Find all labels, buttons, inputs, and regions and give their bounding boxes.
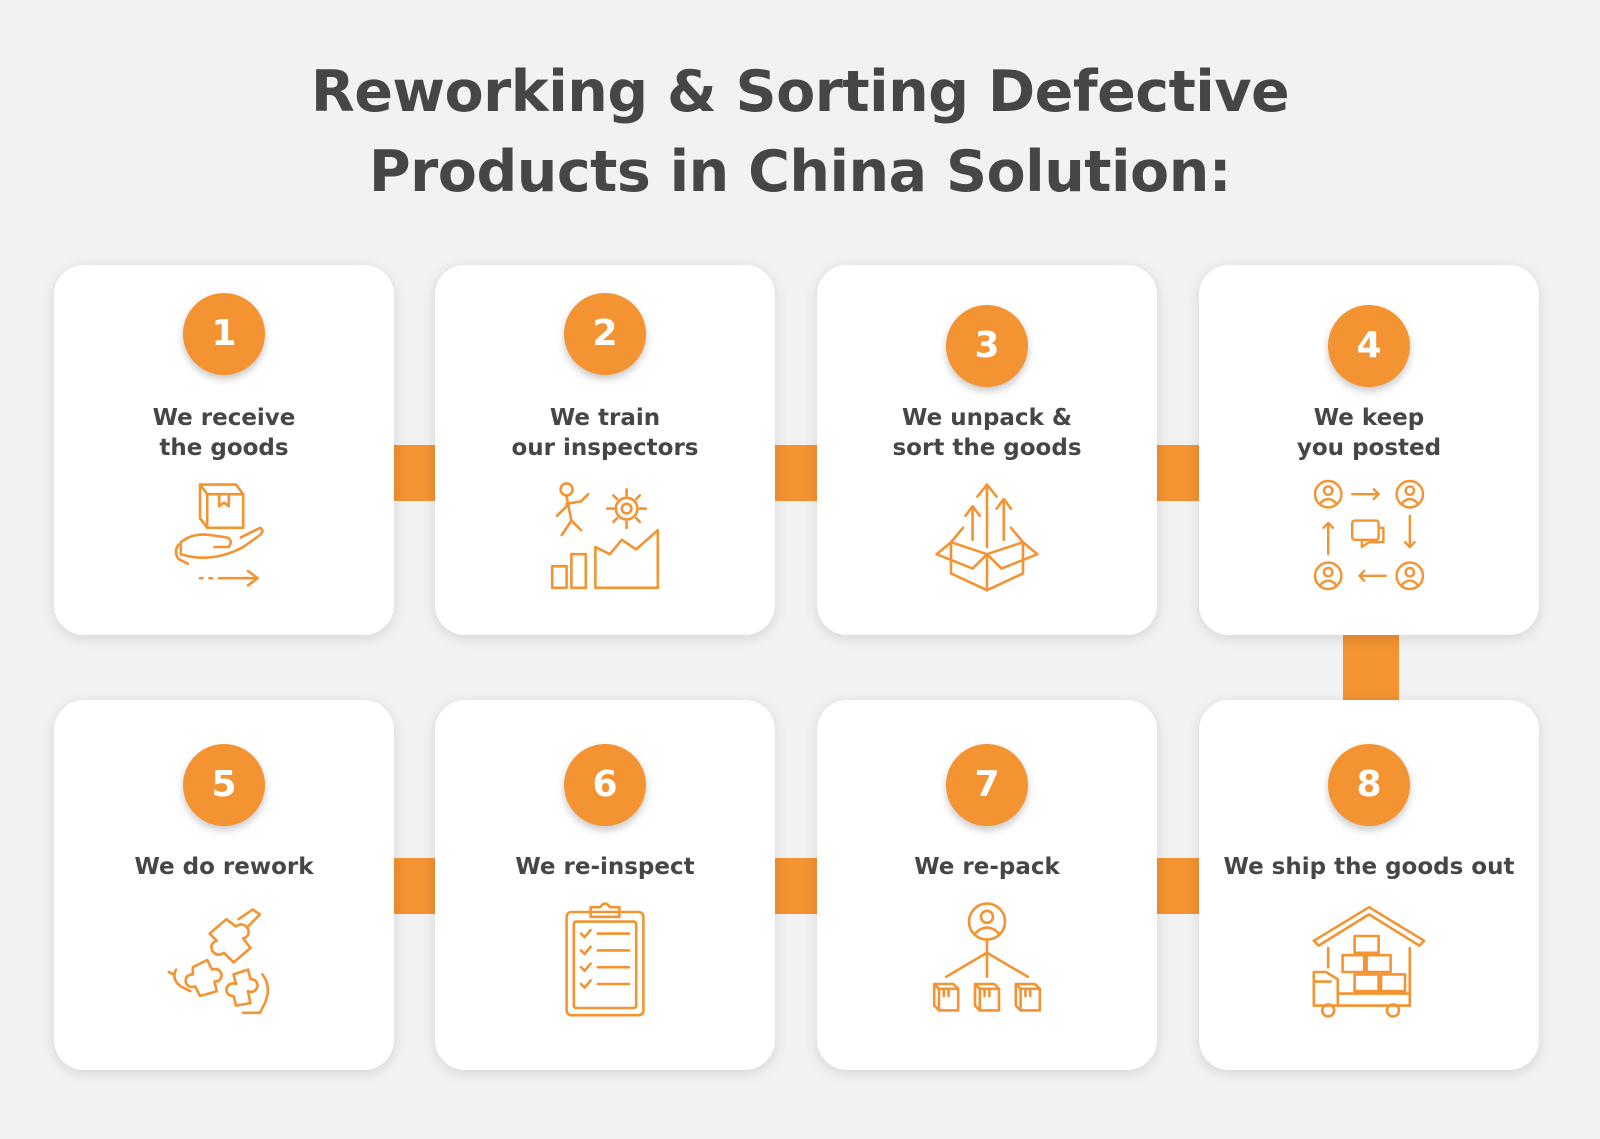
step-label: We receive the goods	[54, 403, 394, 463]
step-number-badge: 2	[564, 293, 646, 375]
open-box-arrows-icon	[927, 475, 1047, 595]
step-number-badge: 6	[564, 744, 646, 826]
warehouse-delivery-truck-icon	[1309, 900, 1429, 1020]
step-card-6: 6 We re-inspect	[435, 700, 775, 1070]
title-line-1: Reworking & Sorting Defective	[310, 59, 1290, 125]
step-label: We keep you posted	[1199, 403, 1539, 463]
worker-climbing-stairs-gear-icon	[545, 475, 665, 595]
step-label: We do rework	[54, 852, 394, 882]
step-label-line-2: sort the goods	[892, 435, 1082, 461]
step-number-badge: 3	[946, 305, 1028, 387]
page-title: Reworking & Sorting Defective Products i…	[0, 52, 1600, 212]
step-card-5: 5 We do rework	[54, 700, 394, 1070]
step-card-4: 4 We keep you posted	[1199, 265, 1539, 635]
step-card-2: 2 We train our inspectors	[435, 265, 775, 635]
connector-2-3	[775, 445, 819, 501]
step-label-line-2: the goods	[159, 435, 289, 461]
step-label: We unpack & sort the goods	[817, 403, 1157, 463]
connector-3-4	[1157, 445, 1201, 501]
title-line-2: Products in China Solution:	[368, 139, 1232, 205]
connector-1-2	[393, 445, 437, 501]
step-label: We train our inspectors	[435, 403, 775, 463]
step-card-3: 3 We unpack & sort the goods	[817, 265, 1157, 635]
step-label-line-2: our inspectors	[511, 435, 699, 461]
step-label-line-1: We receive	[152, 405, 296, 431]
connector-5-6	[393, 858, 437, 914]
connector-7-8	[1157, 858, 1201, 914]
step-card-8: 8 We ship the goods out	[1199, 700, 1539, 1070]
step-number-badge: 8	[1328, 744, 1410, 826]
hand-receiving-box-icon	[164, 475, 284, 595]
step-card-1: 1 We receive the goods	[54, 265, 394, 635]
step-label-line-1: We unpack &	[902, 405, 1072, 431]
step-number-badge: 4	[1328, 305, 1410, 387]
step-label-line-1: We ship the goods out	[1223, 854, 1515, 880]
step-label-line-1: We re-pack	[914, 854, 1060, 880]
step-card-7: 7 We re-pack	[817, 700, 1157, 1070]
clipboard-checklist-icon	[545, 900, 665, 1020]
step-number-badge: 5	[183, 744, 265, 826]
step-label-line-1: We keep	[1313, 405, 1425, 431]
step-label-line-2: you posted	[1296, 435, 1442, 461]
step-number-badge: 7	[946, 744, 1028, 826]
step-number-badge: 1	[183, 293, 265, 375]
step-label: We re-inspect	[435, 852, 775, 882]
connector-4-8	[1343, 630, 1399, 702]
step-label-line-1: We re-inspect	[515, 854, 695, 880]
step-label-line-1: We train	[549, 405, 661, 431]
connector-6-7	[775, 858, 819, 914]
person-distributing-boxes-icon	[927, 900, 1047, 1020]
step-label: We re-pack	[817, 852, 1157, 882]
people-communication-icon	[1309, 475, 1429, 595]
step-label-line-1: We do rework	[134, 854, 314, 880]
step-label: We ship the goods out	[1199, 852, 1539, 882]
hands-puzzle-icon	[164, 900, 284, 1020]
